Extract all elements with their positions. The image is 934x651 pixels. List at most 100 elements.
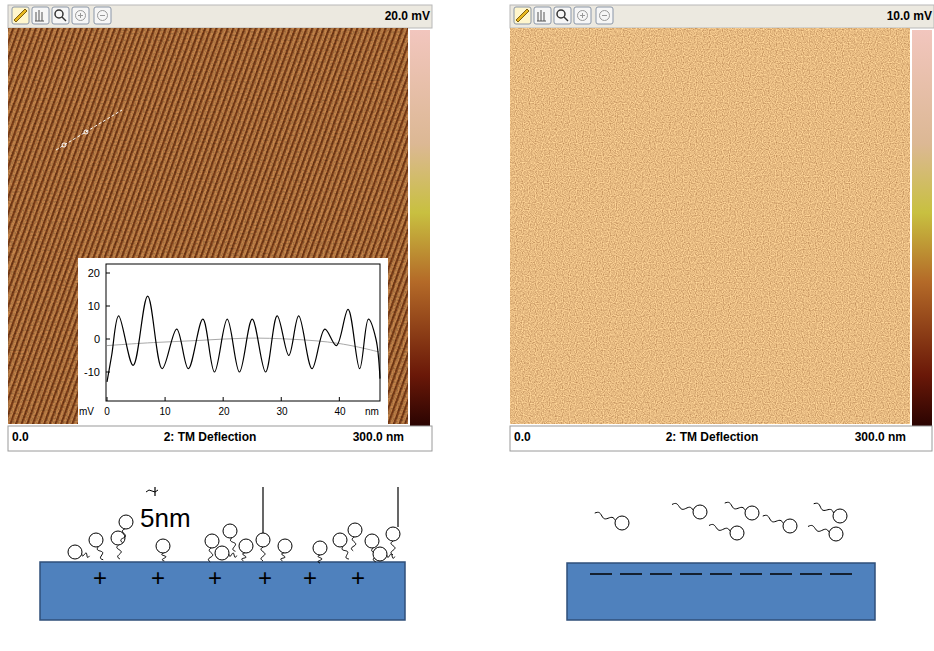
lipid-head [215, 546, 229, 560]
ruler-icon [516, 9, 529, 22]
lipid-head [386, 527, 400, 541]
lipid-molecules [68, 487, 847, 563]
lipid-head [119, 515, 133, 529]
zoom-out-icon [100, 15, 105, 16]
color-bar [410, 30, 430, 436]
lipid-head [365, 534, 379, 548]
lipid-tail [342, 546, 349, 559]
substrate [40, 562, 405, 620]
negative-charge [710, 573, 732, 575]
tool-icon [52, 7, 69, 24]
y-tick [106, 306, 110, 307]
lipid-tail [121, 529, 126, 543]
lipid-head [730, 526, 744, 540]
zoom-out-icon [602, 15, 607, 16]
zoom-in-icon [78, 13, 83, 18]
profile-plot [106, 273, 380, 401]
y-tick [106, 339, 110, 340]
lipid-tail [97, 547, 103, 560]
afm-image [8, 28, 408, 424]
tool-icon [554, 7, 571, 24]
ruler-icon [14, 9, 27, 22]
lipid-tail [82, 553, 90, 558]
status-bar [8, 426, 432, 451]
positive-charge: + [258, 565, 272, 591]
lipid-tail [387, 554, 395, 558]
lipid-head [205, 534, 219, 548]
x-tick-label: 30 [276, 406, 287, 417]
color-bar [912, 30, 932, 436]
lipid-tail [117, 545, 121, 559]
y-tick [106, 273, 110, 274]
lipid-tail [208, 548, 212, 562]
y-tick-label: -10 [84, 366, 100, 378]
lipid-tail [595, 512, 616, 520]
plot-frame [106, 264, 380, 401]
lipid-head [239, 539, 253, 553]
lipid-tail [318, 555, 322, 563]
afm-panel-left [8, 5, 432, 451]
lipid-head [68, 545, 82, 559]
lipid-head [313, 541, 327, 555]
section-marker [62, 143, 66, 147]
lipid-tail [230, 538, 235, 552]
tool-icon [12, 7, 29, 24]
zoom-icon [564, 17, 568, 21]
lipid-head [833, 509, 847, 523]
tool-icon [534, 7, 551, 24]
scale-max: 10.0 mV [887, 10, 932, 23]
height-profile [107, 296, 380, 382]
zoom-icon [55, 10, 63, 18]
lipid-tail [672, 503, 693, 510]
channel-name: 2: TM Deflection [666, 431, 759, 444]
x-unit: nm [365, 406, 379, 417]
positive-charge: + [151, 565, 165, 591]
profile-inset [78, 258, 388, 424]
lipid-head [333, 533, 347, 547]
tool-icon [32, 7, 49, 24]
negative-charge [680, 573, 702, 575]
scale-max: 20.0 mV [385, 10, 430, 23]
tool-icon [514, 7, 531, 24]
x-tick-label: 40 [334, 406, 345, 417]
positive-charge: + [303, 565, 317, 591]
y-tick-label: 0 [94, 333, 100, 345]
lipid-tail [391, 541, 395, 555]
negative-charge [740, 573, 762, 575]
hand-icon [537, 10, 546, 21]
zoom-icon [62, 17, 66, 21]
lipid-head [783, 519, 797, 533]
lipid-head [156, 539, 170, 553]
scan-size: 300.0 nm [353, 431, 404, 444]
lipid-tail [229, 553, 237, 557]
lipid-tail [725, 502, 746, 510]
zoom-out-icon [98, 11, 108, 21]
zoom-in-icon [580, 13, 585, 18]
x-tick-label: 0 [104, 406, 110, 417]
lipid-head [745, 506, 759, 520]
status-bar [510, 426, 932, 451]
thickness-label: 5nm [140, 504, 191, 533]
lipid-head [693, 505, 707, 519]
lipid-tail [763, 515, 784, 523]
toolbar-icons [12, 7, 613, 24]
lipid-tail [242, 553, 246, 561]
x-tick [107, 397, 108, 401]
lipid-head [615, 516, 629, 530]
lipid-tail [709, 524, 730, 531]
zoom-in-icon [578, 11, 588, 21]
x-tick [165, 397, 166, 401]
axis-start: 0.0 [12, 431, 29, 444]
lipid-head [256, 533, 270, 547]
tool-icon [596, 7, 613, 24]
afm-noise [8, 28, 408, 424]
y-tick-label: 20 [88, 267, 100, 279]
scan-size: 300.0 nm [855, 431, 906, 444]
lipid-head [223, 524, 237, 538]
afm-image [510, 28, 910, 424]
lipid-tail [162, 553, 166, 561]
x-tick [281, 397, 282, 401]
x-tick-label: 20 [218, 406, 229, 417]
